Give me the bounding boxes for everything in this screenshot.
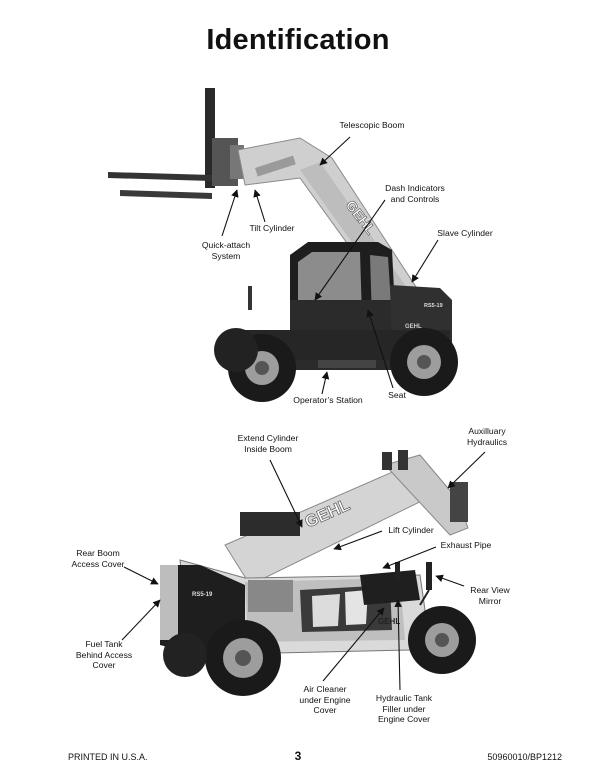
model-decal: RS5-19 <box>424 303 443 309</box>
label-rear-view-mirror: Rear View Mirror <box>462 585 518 606</box>
rear-wheel-illustration-2 <box>205 620 281 696</box>
front-wheel-illustration-2 <box>408 606 476 674</box>
footer-doc-number: 50960010/BP1212 <box>487 752 562 762</box>
label-air-cleaner: Air Cleaner under Engine Cover <box>290 684 360 716</box>
label-seat: Seat <box>380 390 414 401</box>
svg-text:RS5-19: RS5-19 <box>192 592 213 598</box>
label-lift-cylinder: Lift Cylinder <box>382 525 440 536</box>
label-operators-station: Operator’s Station <box>282 395 374 406</box>
label-dash-indicators: Dash Indicators and Controls <box>375 183 455 204</box>
label-quick-attach-system: Quick-attach System <box>188 240 264 261</box>
label-fuel-tank: Fuel Tank Behind Access Cover <box>64 639 144 671</box>
label-extend-cylinder: Extend Cylinder Inside Boom <box>226 433 310 454</box>
label-telescopic-boom: Telescopic Boom <box>332 120 412 131</box>
rear-wheel-illustration <box>390 328 458 396</box>
label-slave-cylinder: Slave Cylinder <box>428 228 502 239</box>
telehandler-rear-view: GEHL GEHL RS5-19 <box>160 450 476 696</box>
telehandler-side-view: GEHL RS5-19 GEHL <box>108 88 458 402</box>
label-hydraulic-tank-filler: Hydraulic Tank Filler under Engine Cover <box>364 693 444 725</box>
svg-text:GEHL: GEHL <box>378 617 400 626</box>
forks-illustration <box>108 88 244 199</box>
label-exhaust-pipe: Exhaust Pipe <box>436 540 496 551</box>
label-rear-boom-access-cover: Rear Boom Access Cover <box>62 548 134 569</box>
label-auxiliary-hydraulics: Auxilluary Hydraulics <box>458 426 516 447</box>
label-tilt-cylinder: Tilt Cylinder <box>240 223 304 234</box>
